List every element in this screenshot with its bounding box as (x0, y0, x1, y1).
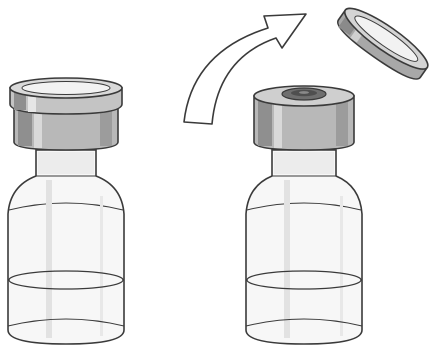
removed-cap-disk (333, 0, 432, 85)
rubber-stopper (282, 88, 326, 100)
vial-left-cap (10, 78, 122, 150)
vial-left-body (8, 150, 124, 344)
vial-right-body (246, 150, 362, 344)
vial-left (8, 78, 124, 344)
vial-right (246, 86, 362, 344)
